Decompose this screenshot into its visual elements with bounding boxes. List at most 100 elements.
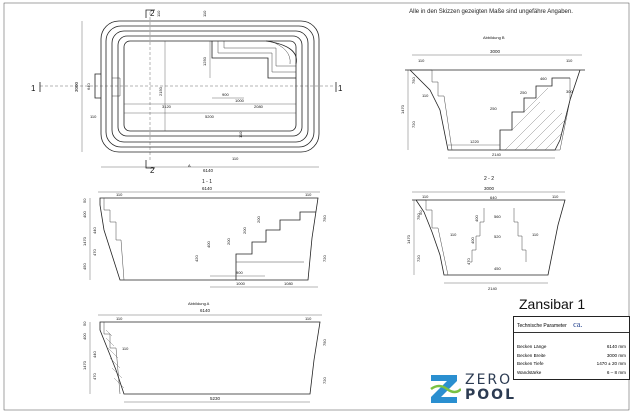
- fig-a-dim-400: 400: [82, 333, 87, 340]
- fig-b-dim-110-r: 110: [566, 58, 573, 63]
- logo-mark-icon: [430, 375, 461, 403]
- fig-b-title: Abbildung B: [483, 35, 505, 40]
- sec11-dim-720: 720: [322, 255, 327, 262]
- logo-word-zero: ZERO: [465, 372, 513, 388]
- plan-view: [39, 9, 337, 169]
- param-row-depth: Becken Tiefe 1470 ± 20 mm: [517, 361, 626, 366]
- sec11-dim-50: 50: [82, 198, 87, 203]
- plan-dim-110-bottom: 110: [238, 131, 243, 138]
- fig-b-dim-250-a: 250: [520, 90, 527, 95]
- fig-a-dim-110-b: 110: [305, 316, 312, 321]
- sec11-dim-200-b: 200: [242, 227, 247, 234]
- plan-section-1-right: 1: [338, 84, 343, 93]
- model-name: Zansibar 1: [519, 296, 586, 312]
- fig-a-dim-5230: 5230: [210, 396, 221, 401]
- sec11-dim-750: 750: [322, 215, 327, 222]
- sec11-dim-400-step: 400: [206, 241, 211, 248]
- sec22-dim-520: 520: [494, 234, 501, 239]
- sec11-dim-470: 470: [92, 249, 97, 256]
- sec22-dim-400-a: 400: [474, 215, 479, 222]
- sec11-dim-440: 440: [92, 227, 97, 234]
- plan-dim-110-left: 110: [90, 114, 97, 119]
- fig-a-length: 6140: [200, 308, 211, 313]
- sec11-dim-200-a: 200: [226, 238, 231, 245]
- section-1-1: [89, 191, 320, 288]
- sec11-dim-1080: 1080: [284, 281, 294, 286]
- sec11-dim-450: 450: [82, 263, 87, 270]
- parameter-table-title: Technische Parameter: [517, 323, 567, 329]
- fig-a-dim-50: 50: [82, 321, 87, 326]
- section-figure-a: [89, 314, 322, 403]
- fig-b-dim-2140: 2140: [492, 152, 502, 157]
- plan-dim-640: 640: [86, 83, 91, 90]
- fig-a-dim-1470: 1470: [82, 360, 87, 370]
- fig-a-dim-110-c: 110: [122, 346, 129, 351]
- plan-dim-2150: 2150: [158, 86, 163, 96]
- sec22-dim-400-b: 400: [470, 237, 475, 244]
- sec11-dim-110-b: 110: [305, 192, 312, 197]
- sec11-dim-400: 400: [82, 211, 87, 218]
- plan-dim-900: 900: [222, 92, 229, 97]
- plan-dim-top-1: 110: [156, 10, 161, 17]
- parameter-table: Technische Parameter ca. Becken Länge 61…: [513, 316, 630, 380]
- parameter-table-ca: ca.: [573, 320, 583, 329]
- plan-dim-length: 6140: [203, 168, 214, 173]
- plan-dim-3120: 3120: [162, 104, 172, 109]
- sec11-dim-200-c: 200: [256, 216, 261, 223]
- plan-dim-width: 3000: [74, 81, 79, 92]
- plan-ref-a: A: [188, 163, 191, 168]
- param-row-length: Becken Länge 6140 mm: [517, 344, 626, 349]
- sec22-dim-560: 560: [494, 214, 501, 219]
- fig-b-dim-1220: 1220: [470, 139, 480, 144]
- sheet-frame: [3, 2, 630, 411]
- parameter-table-header: Technische Parameter ca.: [514, 317, 629, 333]
- sec22-dim-640: 640: [490, 195, 497, 200]
- plan-dim-2080: 2080: [254, 104, 264, 109]
- fig-a-title: Abbildung A: [188, 301, 210, 306]
- fig-b-dim-300: 300: [566, 89, 573, 94]
- fig-b-dim-110-c: 110: [422, 93, 429, 98]
- disclaimer-note: Alle in den Skizzen gezeigten Maße sind …: [409, 9, 573, 15]
- fig-b-dim-460: 460: [540, 76, 547, 81]
- sec11-dim-1000: 1000: [236, 281, 246, 286]
- plan-dim-110-corner: 110: [232, 156, 239, 161]
- plan-section-2-bottom: 2: [150, 166, 155, 175]
- sec22-dim-720: 720: [416, 255, 421, 262]
- sec22-dim-110-l: 110: [422, 194, 429, 199]
- sec22-dim-50: 50: [418, 210, 423, 215]
- plan-dim-top-2: 110: [202, 10, 207, 17]
- sec22-dim-110-c: 110: [450, 232, 457, 237]
- section-figure-b: [405, 54, 585, 159]
- sec22-dim-470: 470: [466, 258, 471, 265]
- plan-dim-1250: 1250: [202, 56, 207, 66]
- plan-section-1-left: 1: [31, 84, 36, 93]
- fig-a-dim-440: 440: [92, 351, 97, 358]
- fig-b-dim-250-b: 250: [490, 106, 497, 111]
- sec22-dim-1470: 1470: [406, 234, 411, 244]
- plan-dim-5200: 5200: [205, 114, 215, 119]
- sec22-title: 2 - 2: [484, 176, 494, 182]
- fig-b-dim-720: 720: [411, 121, 416, 128]
- sec22-dim-110-d: 110: [532, 232, 539, 237]
- sec11-dim-420: 420: [194, 255, 199, 262]
- fig-a-dim-720: 720: [322, 377, 327, 384]
- sec11-dim-110-a: 110: [116, 192, 123, 197]
- logo-word-pool: POOL: [465, 387, 516, 403]
- zeropool-logo: ZERO POOL: [427, 370, 527, 406]
- sec22-dim-750: 750: [416, 213, 421, 220]
- plan-section-2-top: 2: [150, 9, 155, 18]
- sec22-dim-110-r: 110: [552, 194, 559, 199]
- sec11-title: 1 - 1: [202, 179, 212, 185]
- param-row-wall: Wandstärke 6 – 8 mm: [517, 369, 626, 375]
- fig-b-dim-3000: 3000: [490, 49, 501, 54]
- param-row-width: Becken Breite 3000 mm: [517, 352, 626, 358]
- fig-b-dim-750: 750: [411, 77, 416, 84]
- sec11-dim-1470: 1470: [82, 236, 87, 246]
- sec11-dim-900: 900: [236, 270, 243, 275]
- sec22-width: 3000: [484, 186, 495, 191]
- fig-a-dim-470: 470: [92, 373, 97, 380]
- plan-dim-1000: 1000: [235, 98, 245, 103]
- section-2-2: [412, 191, 566, 284]
- fig-a-dim-110-a: 110: [116, 316, 123, 321]
